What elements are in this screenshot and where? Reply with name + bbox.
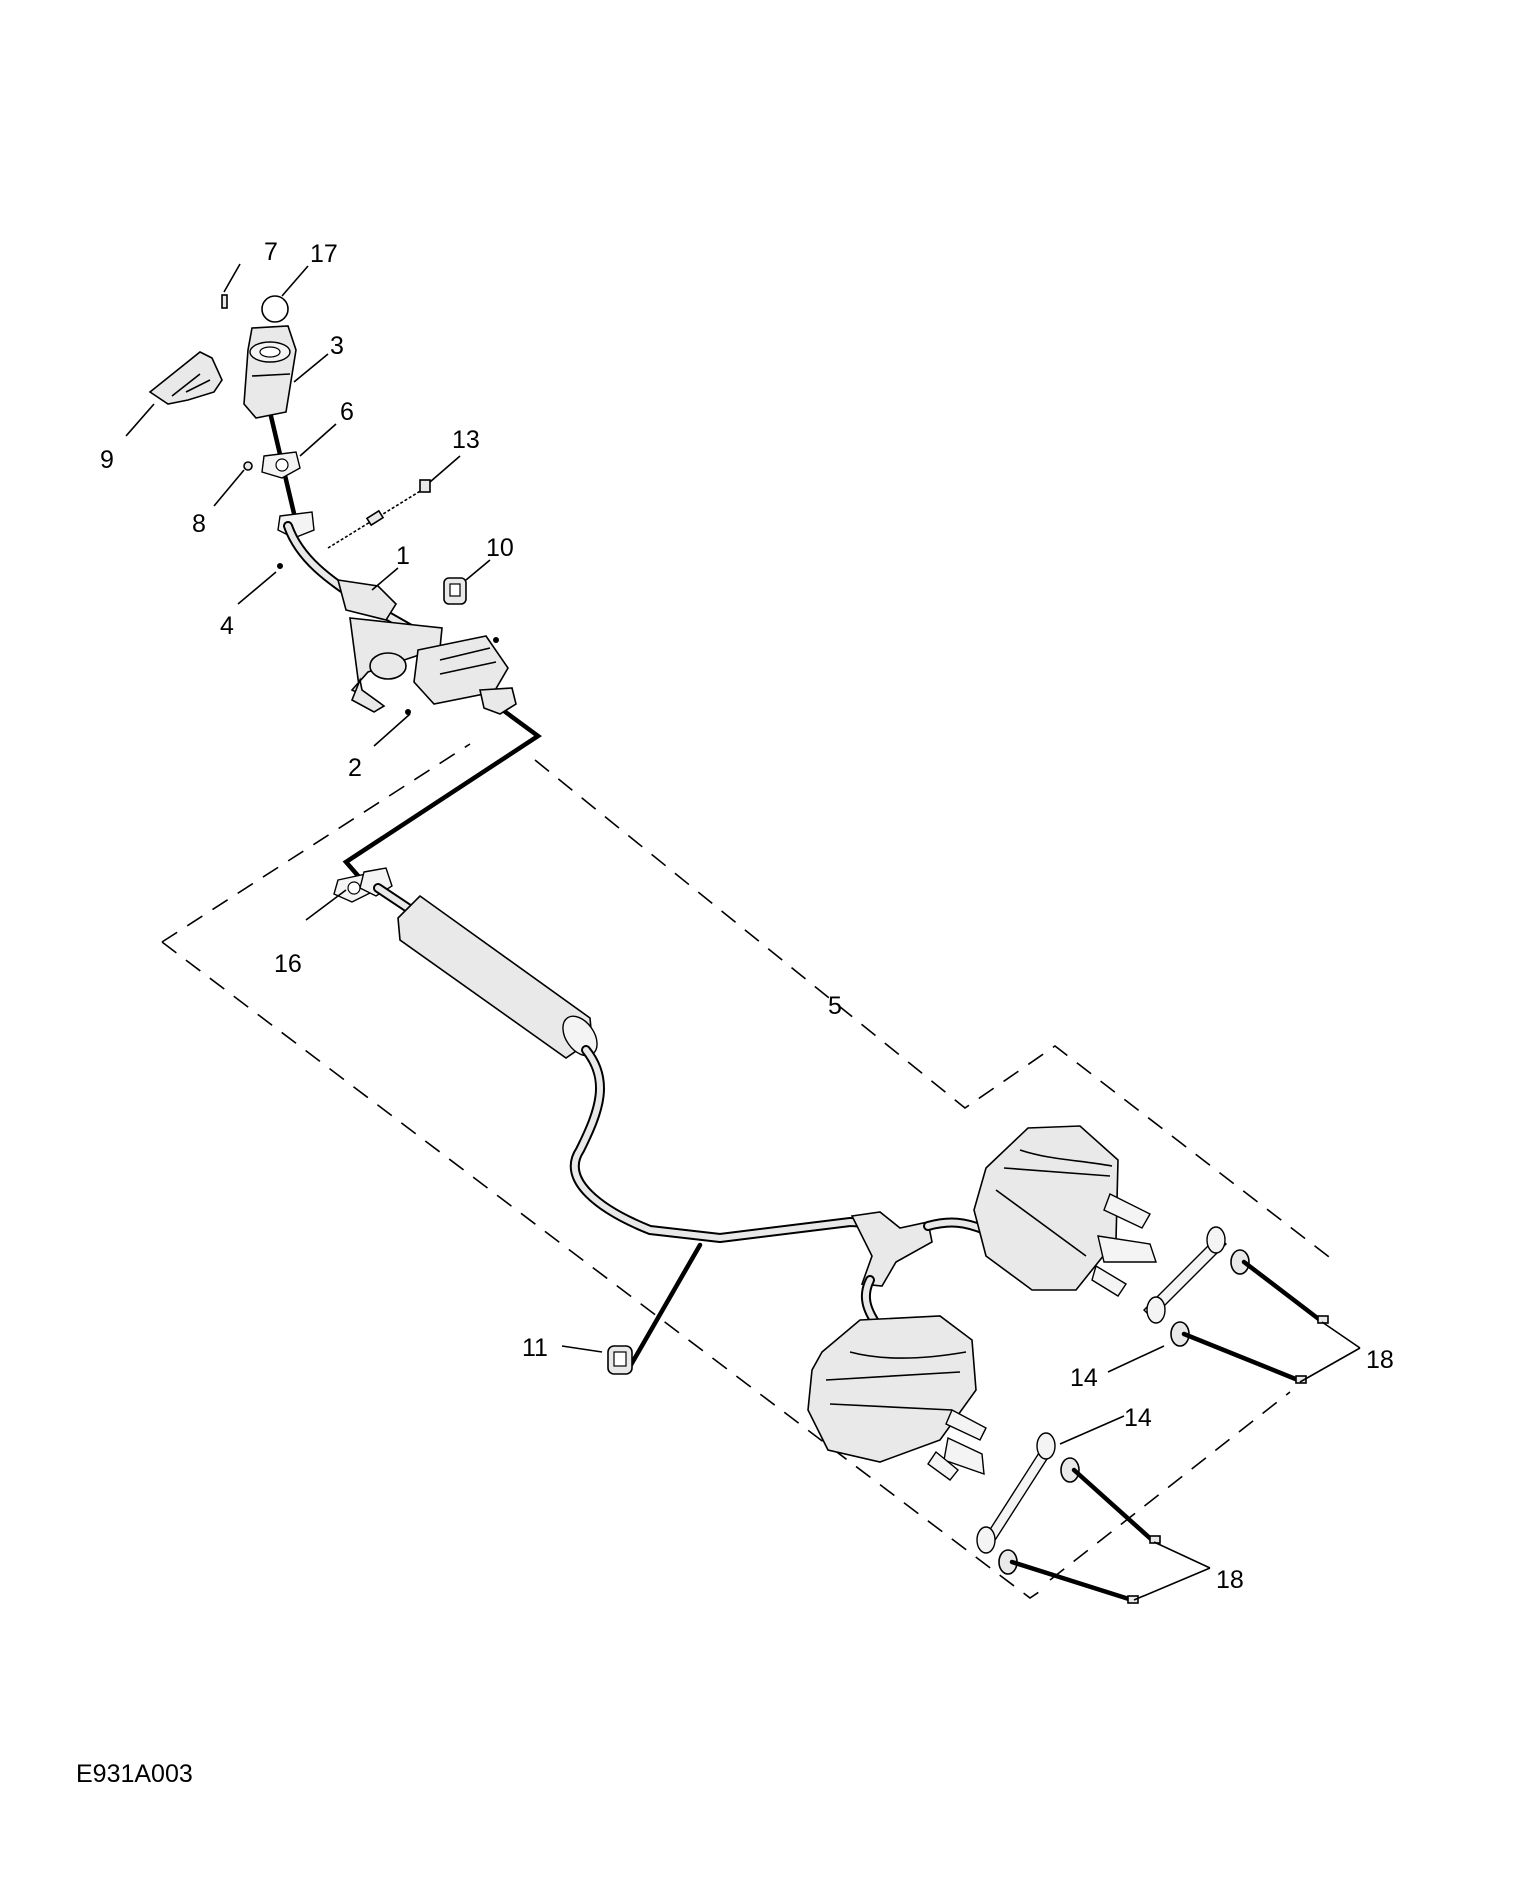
nut bbox=[243, 461, 253, 471]
callout-13: 13 bbox=[452, 426, 480, 454]
hardware-bolts bbox=[277, 563, 499, 715]
callout-16: 16 bbox=[274, 950, 302, 978]
assembly-outline bbox=[161, 743, 1334, 1599]
callout-2: 2 bbox=[348, 754, 362, 782]
intermediate-pipe-and-mufflers bbox=[359, 867, 1157, 1481]
callout-10: 10 bbox=[486, 534, 514, 562]
rear-hanger-rubber bbox=[607, 1345, 633, 1375]
callout-1: 1 bbox=[396, 542, 410, 570]
callout-7: 7 bbox=[264, 238, 278, 266]
manifold-catalytic-converter bbox=[243, 325, 297, 419]
callout-9: 9 bbox=[100, 446, 114, 474]
callout-14-upper: 14 bbox=[1124, 1404, 1152, 1432]
leader-lines bbox=[125, 263, 1361, 1601]
callout-18-lower: 18 bbox=[1216, 1566, 1244, 1594]
stud bbox=[221, 294, 228, 309]
callout-6: 6 bbox=[340, 398, 354, 426]
callout-8: 8 bbox=[192, 510, 206, 538]
front-pipe-assembly bbox=[277, 511, 517, 715]
heat-shield-bracket bbox=[148, 351, 223, 405]
gasket-ring bbox=[261, 295, 289, 323]
callout-14-lower: 14 bbox=[1070, 1364, 1098, 1392]
tail-trim-lower bbox=[976, 1432, 1161, 1604]
callout-17: 17 bbox=[310, 240, 338, 268]
callout-labels: 7 17 3 9 6 13 8 1 10 4 2 16 5 11 14 14 1… bbox=[100, 238, 1394, 1594]
callout-3: 3 bbox=[330, 332, 344, 360]
callout-5: 5 bbox=[828, 992, 842, 1020]
hanger-rubber bbox=[443, 577, 467, 605]
callout-4: 4 bbox=[220, 612, 234, 640]
figure-reference-code: E931A003 bbox=[76, 1760, 193, 1788]
tail-trim-upper bbox=[1143, 1226, 1329, 1384]
oxygen-sensor bbox=[327, 479, 431, 549]
flange-gasket bbox=[261, 451, 301, 479]
callout-18-upper: 18 bbox=[1366, 1346, 1394, 1374]
callout-11: 11 bbox=[522, 1334, 548, 1362]
